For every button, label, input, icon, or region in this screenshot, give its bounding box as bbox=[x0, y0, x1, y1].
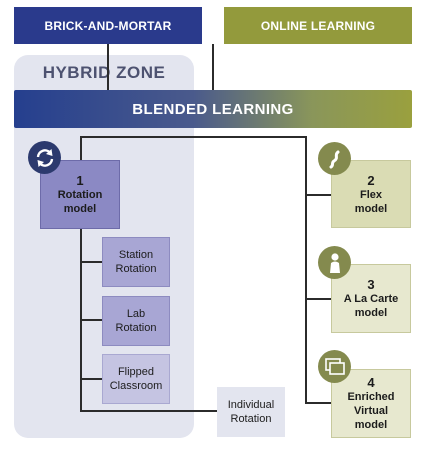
screens-icon bbox=[318, 350, 351, 383]
connector-line bbox=[80, 410, 217, 412]
station-rotation-label: Station Rotation bbox=[115, 249, 157, 275]
a-la-carte-model-number: 3 bbox=[367, 277, 375, 292]
rotation-model-label: Rotation model bbox=[57, 189, 103, 215]
connector-line bbox=[80, 319, 102, 321]
enriched-virtual-model-number: 4 bbox=[367, 375, 375, 390]
rotation-model-number: 1 bbox=[76, 173, 84, 188]
individual-rotation-box: Individual Rotation bbox=[217, 387, 285, 437]
connector-line bbox=[107, 44, 109, 90]
station-rotation-box: Station Rotation bbox=[102, 237, 170, 287]
flipped-classroom-label: Flipped Classroom bbox=[109, 366, 163, 392]
flipped-classroom-box: Flipped Classroom bbox=[102, 354, 170, 404]
a-la-carte-model-box: 3 A La Carte model bbox=[331, 264, 411, 333]
connector-line bbox=[80, 378, 102, 380]
online-learning-header: ONLINE LEARNING bbox=[224, 7, 412, 44]
a-la-carte-model-label: A La Carte model bbox=[343, 293, 399, 319]
connector-line bbox=[305, 402, 331, 404]
brick-and-mortar-header: BRICK-AND-MORTAR bbox=[14, 7, 202, 44]
connector-line bbox=[212, 44, 214, 90]
flex-model-label: Flex model bbox=[354, 188, 388, 215]
person-icon bbox=[318, 246, 351, 279]
rotation-arrows-icon bbox=[28, 141, 61, 174]
enriched-virtual-model-label: Enriched Virtual model bbox=[347, 391, 395, 431]
flex-model-box: 2 Flex model bbox=[331, 160, 411, 228]
connector-line bbox=[80, 261, 102, 263]
connector-line bbox=[305, 194, 331, 196]
rotation-model-box: 1 Rotation model bbox=[40, 160, 120, 229]
flex-model-number: 2 bbox=[367, 172, 375, 188]
lab-rotation-label: Lab Rotation bbox=[115, 308, 157, 334]
connector-line bbox=[305, 298, 331, 300]
lab-rotation-box: Lab Rotation bbox=[102, 296, 170, 346]
flex-curve-icon bbox=[318, 142, 351, 175]
enriched-virtual-model-box: 4 Enriched Virtual model bbox=[331, 369, 411, 438]
connector-line bbox=[80, 136, 82, 160]
connector-line bbox=[80, 136, 307, 138]
hybrid-zone-title: HYBRID ZONE bbox=[42, 63, 166, 82]
connector-line bbox=[305, 136, 307, 404]
blended-learning-bar: BLENDED LEARNING bbox=[14, 90, 412, 128]
individual-rotation-label: Individual Rotation bbox=[227, 399, 275, 425]
